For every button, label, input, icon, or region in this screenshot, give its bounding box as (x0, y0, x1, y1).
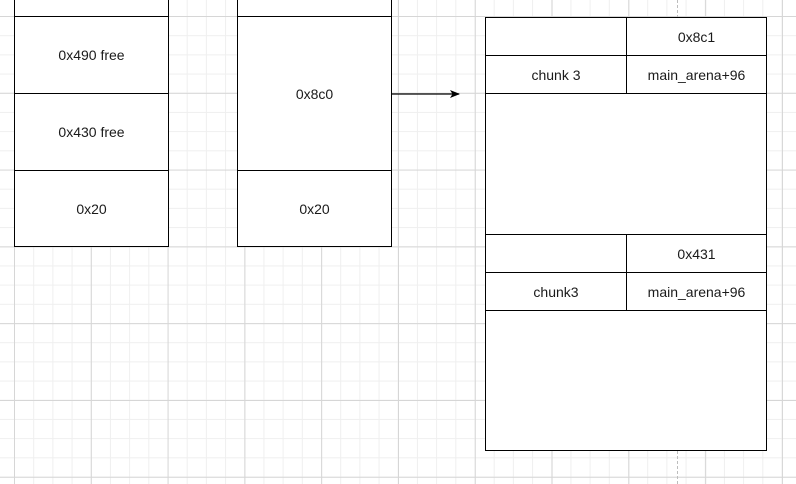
chunk2-bk-cell[interactable]: main_arena+96 (626, 272, 767, 311)
chunk1-bk-cell[interactable]: main_arena+96 (626, 55, 767, 94)
chunk1-fd-cell[interactable]: chunk 3 (485, 55, 627, 94)
chunk2-fd-cell[interactable]: chunk3 (485, 272, 627, 311)
chunk2-size-cell[interactable]: 0x431 (626, 234, 767, 273)
stack-a-cell-0x490-free[interactable]: 0x490 free (14, 16, 169, 94)
stack-a-cell-0x430-free[interactable]: 0x430 free (14, 93, 169, 171)
chunk2-body[interactable] (485, 310, 767, 451)
chunk1-body[interactable] (485, 93, 767, 235)
stack-b-cell-0x8c0[interactable]: 0x8c0 (237, 16, 392, 171)
stack-b-cell-0x20[interactable]: 0x20 (237, 170, 392, 247)
stack-a-cell-0x20[interactable]: 0x20 (14, 170, 169, 247)
chunk1-size-cell[interactable]: 0x8c1 (626, 17, 767, 56)
chunk2-prev-size-cell[interactable] (485, 234, 627, 273)
chunk1-prev-size-cell[interactable] (485, 17, 627, 56)
